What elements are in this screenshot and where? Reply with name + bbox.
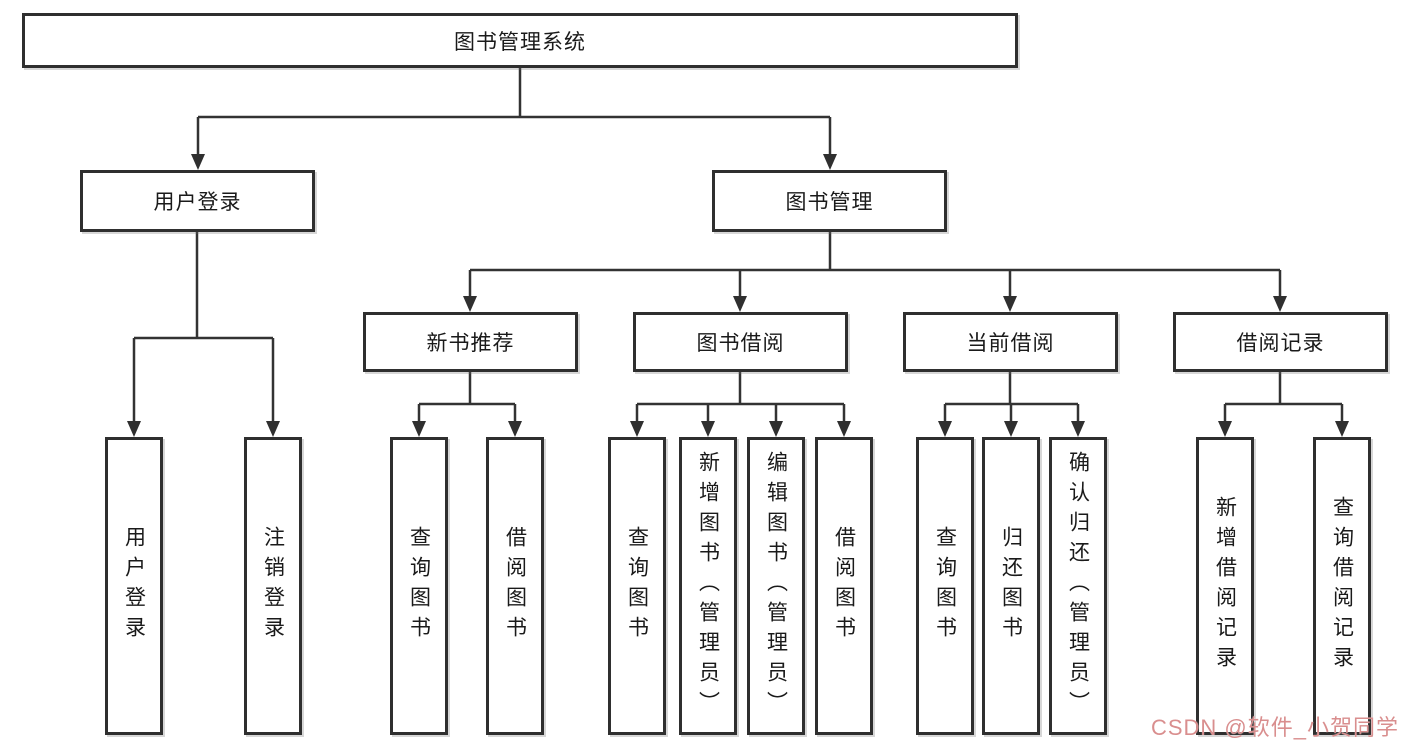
node-label: 新书推荐 bbox=[426, 332, 515, 355]
node-label: 查询图书 bbox=[407, 526, 431, 646]
node-query-borrow-record: 查询借阅记录 bbox=[1313, 437, 1371, 735]
node-label: 借阅记录 bbox=[1236, 332, 1325, 355]
node-label: 查询图书 bbox=[625, 526, 649, 646]
node-confirm-return-admin: 确认归还（管理员） bbox=[1049, 437, 1107, 735]
node-book-management-branch: 图书管理 bbox=[712, 170, 947, 232]
arrowheads bbox=[127, 154, 1349, 437]
node-add-book-admin: 新增图书（管理员） bbox=[679, 437, 737, 735]
node-label: 借阅图书 bbox=[832, 526, 856, 646]
node-label: 当前借阅 bbox=[966, 332, 1055, 355]
node-library-management-system: 图书管理系统 bbox=[22, 13, 1018, 68]
node-label: 新增借阅记录 bbox=[1213, 496, 1237, 676]
node-label: 归还图书 bbox=[999, 526, 1023, 646]
node-edit-book-admin: 编辑图书（管理员） bbox=[747, 437, 805, 735]
node-book-borrowing: 图书借阅 bbox=[633, 312, 848, 372]
node-borrow-books-leaf: 借阅图书 bbox=[815, 437, 873, 735]
node-borrowing-records: 借阅记录 bbox=[1173, 312, 1388, 372]
node-current-borrowing: 当前借阅 bbox=[903, 312, 1118, 372]
node-label: 查询图书 bbox=[933, 526, 957, 646]
node-new-book-recommendation: 新书推荐 bbox=[363, 312, 578, 372]
node-return-book: 归还图书 bbox=[982, 437, 1040, 735]
node-label: 查询借阅记录 bbox=[1330, 496, 1354, 676]
node-label: 新增图书（管理员） bbox=[696, 451, 720, 721]
node-label: 图书借阅 bbox=[696, 332, 785, 355]
node-label: 注销登录 bbox=[261, 526, 285, 646]
node-label: 图书管理系统 bbox=[454, 30, 586, 54]
node-label: 借阅图书 bbox=[503, 526, 527, 646]
node-query-books-borrow: 查询图书 bbox=[608, 437, 666, 735]
node-label: 用户登录 bbox=[153, 191, 242, 214]
node-label: 图书管理 bbox=[785, 191, 874, 214]
node-logout: 注销登录 bbox=[244, 437, 302, 735]
node-add-borrow-record: 新增借阅记录 bbox=[1196, 437, 1254, 735]
node-query-books-current: 查询图书 bbox=[916, 437, 974, 735]
node-user-login-leaf: 用户登录 bbox=[105, 437, 163, 735]
node-label: 用户登录 bbox=[122, 526, 146, 646]
node-query-books-recommend: 查询图书 bbox=[390, 437, 448, 735]
node-label: 确认归还（管理员） bbox=[1066, 451, 1090, 721]
node-borrow-books-recommend: 借阅图书 bbox=[486, 437, 544, 735]
node-user-login-branch: 用户登录 bbox=[80, 170, 315, 232]
csdn-watermark: CSDN @软件_小贺同学 bbox=[1150, 715, 1399, 740]
node-label: 编辑图书（管理员） bbox=[764, 451, 788, 721]
